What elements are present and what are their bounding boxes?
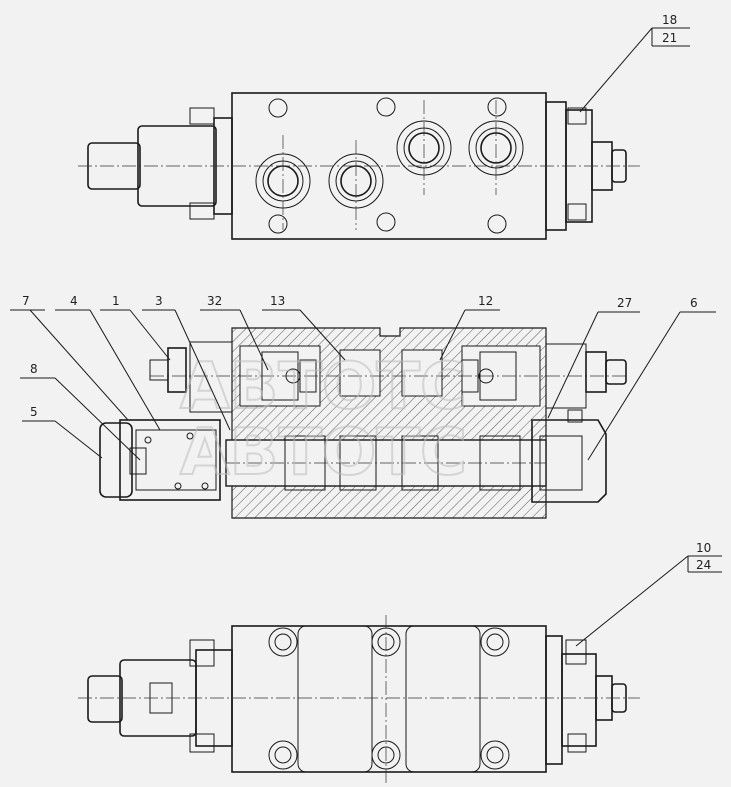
callout-7: 7 xyxy=(22,294,30,308)
top-view xyxy=(78,92,640,240)
callout-4: 4 xyxy=(70,294,78,308)
callout-5: 5 xyxy=(30,405,38,419)
callout-8: 8 xyxy=(30,362,38,376)
callout-24: 24 xyxy=(696,558,711,572)
callout-6: 6 xyxy=(690,296,698,310)
callout-12: 12 xyxy=(478,294,493,308)
callout-10: 10 xyxy=(696,541,711,555)
middle-callouts: 7 4 1 3 32 13 12 27 6 8 5 xyxy=(10,294,716,461)
callout-1: 1 xyxy=(112,294,120,308)
watermark-text-lower: ABTOTC xyxy=(180,416,467,490)
callout-18: 18 xyxy=(662,13,677,27)
callout-18-21: 18 21 xyxy=(579,13,690,113)
callout-27: 27 xyxy=(617,296,632,310)
section-view xyxy=(99,327,628,519)
callout-21: 21 xyxy=(662,31,677,45)
callout-13: 13 xyxy=(270,294,285,308)
callout-32: 32 xyxy=(207,294,222,308)
watermark: ABTOTC ABTOTC xyxy=(179,349,468,491)
watermark-text-upper: ABTOTC xyxy=(180,350,467,424)
callout-10-24: 10 24 xyxy=(575,541,722,647)
callout-3: 3 xyxy=(155,294,163,308)
bottom-view xyxy=(78,615,640,785)
